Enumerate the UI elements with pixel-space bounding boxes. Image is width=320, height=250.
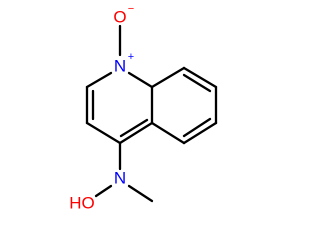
bond-c6-c5: [182, 121, 218, 145]
atom-n-oxide: N: [114, 57, 126, 76]
atom-o-oxide: O: [113, 8, 126, 27]
bond-c8-c7: [182, 66, 218, 89]
charge-plus: +: [128, 51, 134, 63]
charge-minus: −: [128, 3, 134, 15]
bond-c4-c4a-inner: [119, 118, 149, 138]
bond-c8-c7-inner: [182, 73, 212, 93]
bond-c3-c4: [85, 121, 122, 145]
bond-c4-c4a: [118, 121, 154, 145]
bond-c8a-n1: [127, 71, 154, 89]
bond-n1-c2: [85, 71, 113, 89]
bond-n-oh: [94, 184, 113, 198]
chemical-structure: N + O − N HO: [69, 3, 218, 213]
bond-n-methyl: [127, 184, 154, 203]
atom-n-amine: N: [114, 169, 126, 188]
structure-canvas: N + O − N HO: [69, 3, 218, 213]
atom-hydroxy: HO: [69, 194, 95, 213]
bond-c5-c4a: [150, 121, 186, 145]
bond-c8a-c8: [150, 66, 186, 89]
bond-c6-c5-inner: [182, 117, 212, 138]
